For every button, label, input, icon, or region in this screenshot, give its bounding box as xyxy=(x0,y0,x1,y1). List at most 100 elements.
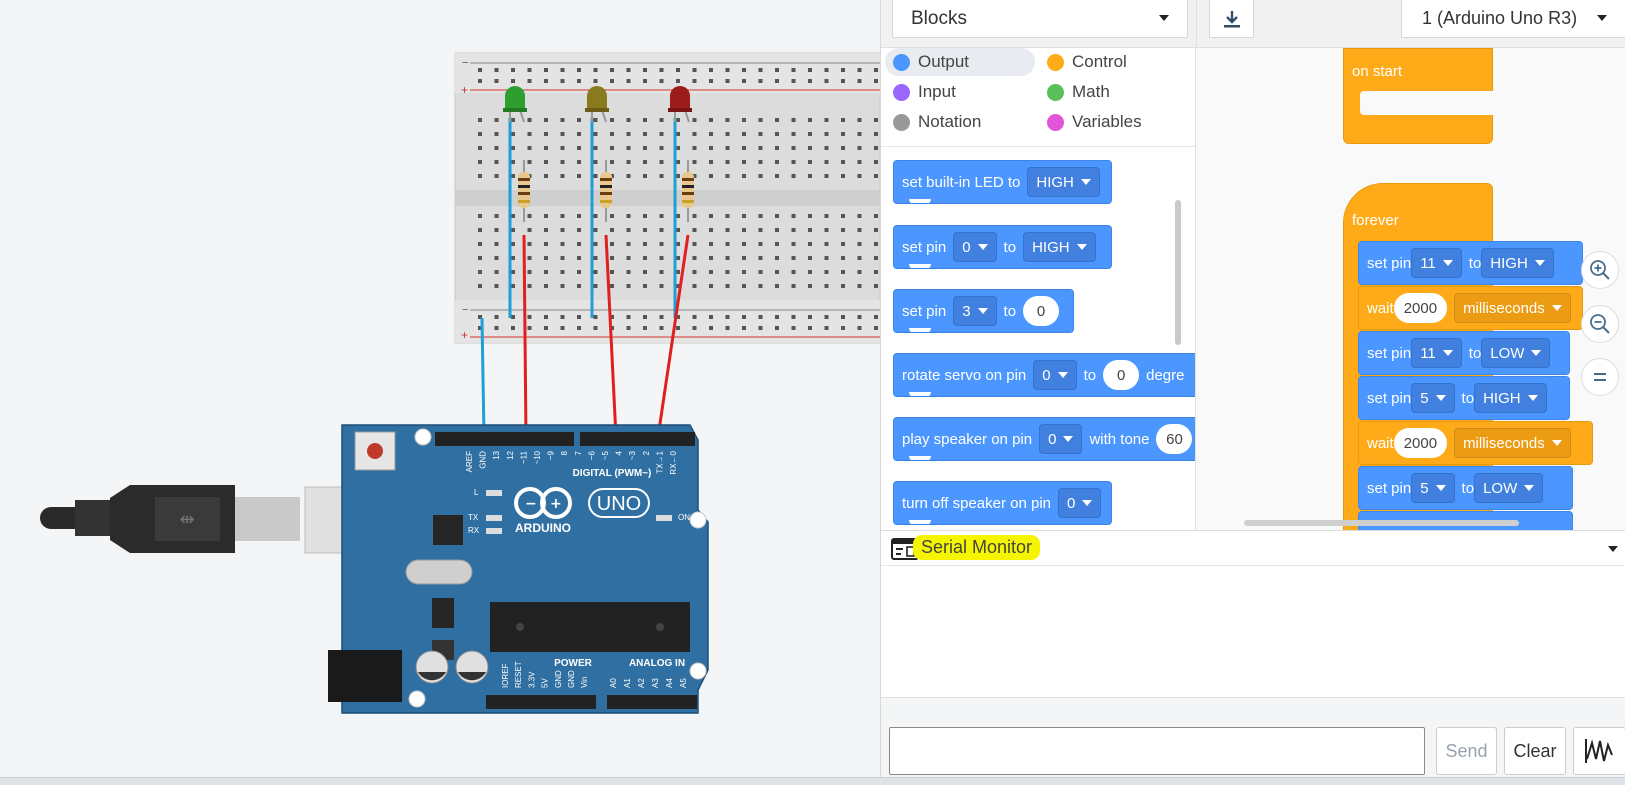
category-control[interactable]: Control xyxy=(1039,48,1189,76)
category-label: Notation xyxy=(918,112,982,131)
category-variables[interactable]: Variables xyxy=(1039,108,1189,136)
bottom-status-strip xyxy=(0,777,1625,785)
code-block-wait[interactable]: wait 2000 milliseconds xyxy=(1358,286,1583,330)
block-dropdown[interactable]: 3 xyxy=(953,296,997,326)
category-output[interactable]: Output xyxy=(885,48,1035,76)
code-block-set-pin[interactable]: set pin 11 to HIGH xyxy=(1358,241,1583,285)
category-math[interactable]: Math xyxy=(1039,78,1189,106)
block-number-input[interactable]: 0 xyxy=(1103,360,1140,390)
block-text: to xyxy=(1083,366,1097,384)
block-dropdown[interactable]: LOW xyxy=(1481,338,1551,368)
zoom-out-icon xyxy=(1590,314,1610,334)
pin-label: ~5 xyxy=(601,450,610,460)
arduino-uno-board[interactable]: − + UNO ARDUINO DIGITAL (PWM~) POWER ANA… xyxy=(328,424,709,714)
led-red[interactable] xyxy=(668,86,692,123)
block-dropdown[interactable]: milliseconds xyxy=(1454,428,1571,458)
block-dropdown[interactable]: 0 xyxy=(1033,360,1077,390)
category-label: Output xyxy=(918,52,970,71)
block-dropdown[interactable]: 11 xyxy=(1411,248,1462,278)
resistor-2[interactable] xyxy=(600,160,612,222)
zoom-out-button[interactable] xyxy=(1581,305,1619,343)
pin-label: GND xyxy=(567,670,576,688)
category-label: Control xyxy=(1072,52,1127,71)
pin-label: 5V xyxy=(541,678,550,688)
block-dropdown[interactable]: 5 xyxy=(1411,383,1455,413)
led-yellow[interactable] xyxy=(585,86,609,123)
graph-icon xyxy=(1584,739,1613,763)
rx-led-label: RX xyxy=(468,526,480,535)
category-notation[interactable]: Notation xyxy=(885,108,1035,136)
block-dropdown[interactable]: LOW xyxy=(1474,473,1544,503)
pin-label: ~9 xyxy=(547,450,556,460)
device-label: 1 (Arduino Uno R3) xyxy=(1422,8,1578,28)
block-dropdown[interactable]: 0 xyxy=(1058,488,1102,518)
code-block-wait[interactable]: wait 2000 milliseconds xyxy=(1358,421,1593,465)
svg-text:−: − xyxy=(525,496,537,512)
block-number-input[interactable]: 60 xyxy=(1156,424,1193,454)
chevron-down-icon xyxy=(1597,15,1607,21)
pin-label: GND xyxy=(479,451,488,469)
code-block-set-pin[interactable]: set pin 11 to LOW xyxy=(1358,331,1570,375)
download-icon xyxy=(1223,10,1240,27)
code-editor-panel: Blocks 1 (Arduino Uno R3) Output xyxy=(880,0,1625,785)
pin-label: 8 xyxy=(560,450,569,455)
block-number-input[interactable]: 2000 xyxy=(1393,428,1448,458)
pin-label: TX→1 xyxy=(655,450,664,473)
code-mode-dropdown[interactable]: Blocks xyxy=(892,0,1188,38)
serial-monitor-header[interactable]: Serial Monitor xyxy=(881,530,1625,566)
code-block-set-pin[interactable]: set pin 5 to HIGH xyxy=(1358,376,1570,420)
code-block-set-pin[interactable]: set pin 5 to LOW xyxy=(1358,466,1573,510)
resistor-1[interactable] xyxy=(518,160,530,222)
on-start-block[interactable]: on start xyxy=(1343,48,1494,144)
block-dropdown[interactable]: HIGH xyxy=(1474,383,1547,413)
serial-monitor-panel: Serial Monitor Send Clear xyxy=(881,530,1625,785)
block-dropdown[interactable]: 0 xyxy=(953,232,997,262)
block-dropdown[interactable]: milliseconds xyxy=(1454,293,1571,323)
block-number-input[interactable]: 0 xyxy=(1023,296,1060,326)
zoom-fit-button[interactable] xyxy=(1581,358,1619,396)
send-button[interactable]: Send xyxy=(1436,727,1497,775)
block-text: rotate servo on pin xyxy=(902,366,1027,384)
block-dropdown[interactable]: 0 xyxy=(1039,424,1083,454)
download-code-button[interactable] xyxy=(1209,0,1254,38)
zoom-fit-icon xyxy=(1594,373,1606,381)
device-dropdown[interactable]: 1 (Arduino Uno R3) xyxy=(1401,0,1625,38)
circuit-canvas[interactable]: − + − + xyxy=(0,0,880,785)
serial-input-field[interactable] xyxy=(889,727,1425,775)
palette-scrollbar[interactable] xyxy=(1175,200,1181,345)
blocks-workspace[interactable]: on start forever set pin 11 to HIGH wait… xyxy=(1196,48,1625,530)
workspace-scrollbar[interactable] xyxy=(1244,520,1519,526)
pin-label: A2 xyxy=(637,678,646,688)
graph-button[interactable] xyxy=(1573,727,1625,775)
power-header-label: POWER xyxy=(554,658,593,669)
board-model-label: UNO xyxy=(597,493,641,515)
palette-block-set-pin-digital[interactable]: set pin 0 to HIGH xyxy=(893,225,1112,269)
output-category-dot xyxy=(893,54,910,71)
pin-label: IOREF xyxy=(501,663,510,688)
block-text: to xyxy=(1461,479,1475,497)
block-dropdown[interactable]: HIGH xyxy=(1481,248,1554,278)
block-dropdown[interactable]: 11 xyxy=(1411,338,1462,368)
block-dropdown[interactable]: HIGH xyxy=(1023,232,1096,262)
palette-block-set-pin-analog[interactable]: set pin 3 to 0 xyxy=(893,289,1074,333)
svg-text:⇹: ⇹ xyxy=(179,509,194,530)
pin-label: RX←0 xyxy=(669,450,678,474)
zoom-in-button[interactable] xyxy=(1581,251,1619,289)
palette-block-set-led[interactable]: set built-in LED to HIGH xyxy=(893,160,1112,204)
palette-block-turn-off-speaker[interactable]: turn off speaker on pin 0 xyxy=(893,481,1112,525)
pin-label: ~6 xyxy=(587,450,596,460)
block-dropdown[interactable]: 5 xyxy=(1411,473,1455,503)
clear-button[interactable]: Clear xyxy=(1504,727,1566,775)
block-text: set pin xyxy=(1367,254,1412,272)
resistor-3[interactable] xyxy=(682,160,694,222)
zoom-in-icon xyxy=(1590,260,1610,280)
chevron-down-icon[interactable] xyxy=(1608,546,1618,552)
wires[interactable] xyxy=(480,118,690,438)
led-green[interactable] xyxy=(503,86,527,123)
palette-block-rotate-servo[interactable]: rotate servo on pin 0 to 0 degre xyxy=(893,353,1195,397)
block-dropdown[interactable]: HIGH xyxy=(1027,167,1100,197)
palette-block-play-speaker[interactable]: play speaker on pin 0 with tone 60 xyxy=(893,417,1195,461)
category-input[interactable]: Input xyxy=(885,78,1035,106)
block-number-input[interactable]: 2000 xyxy=(1393,293,1448,323)
